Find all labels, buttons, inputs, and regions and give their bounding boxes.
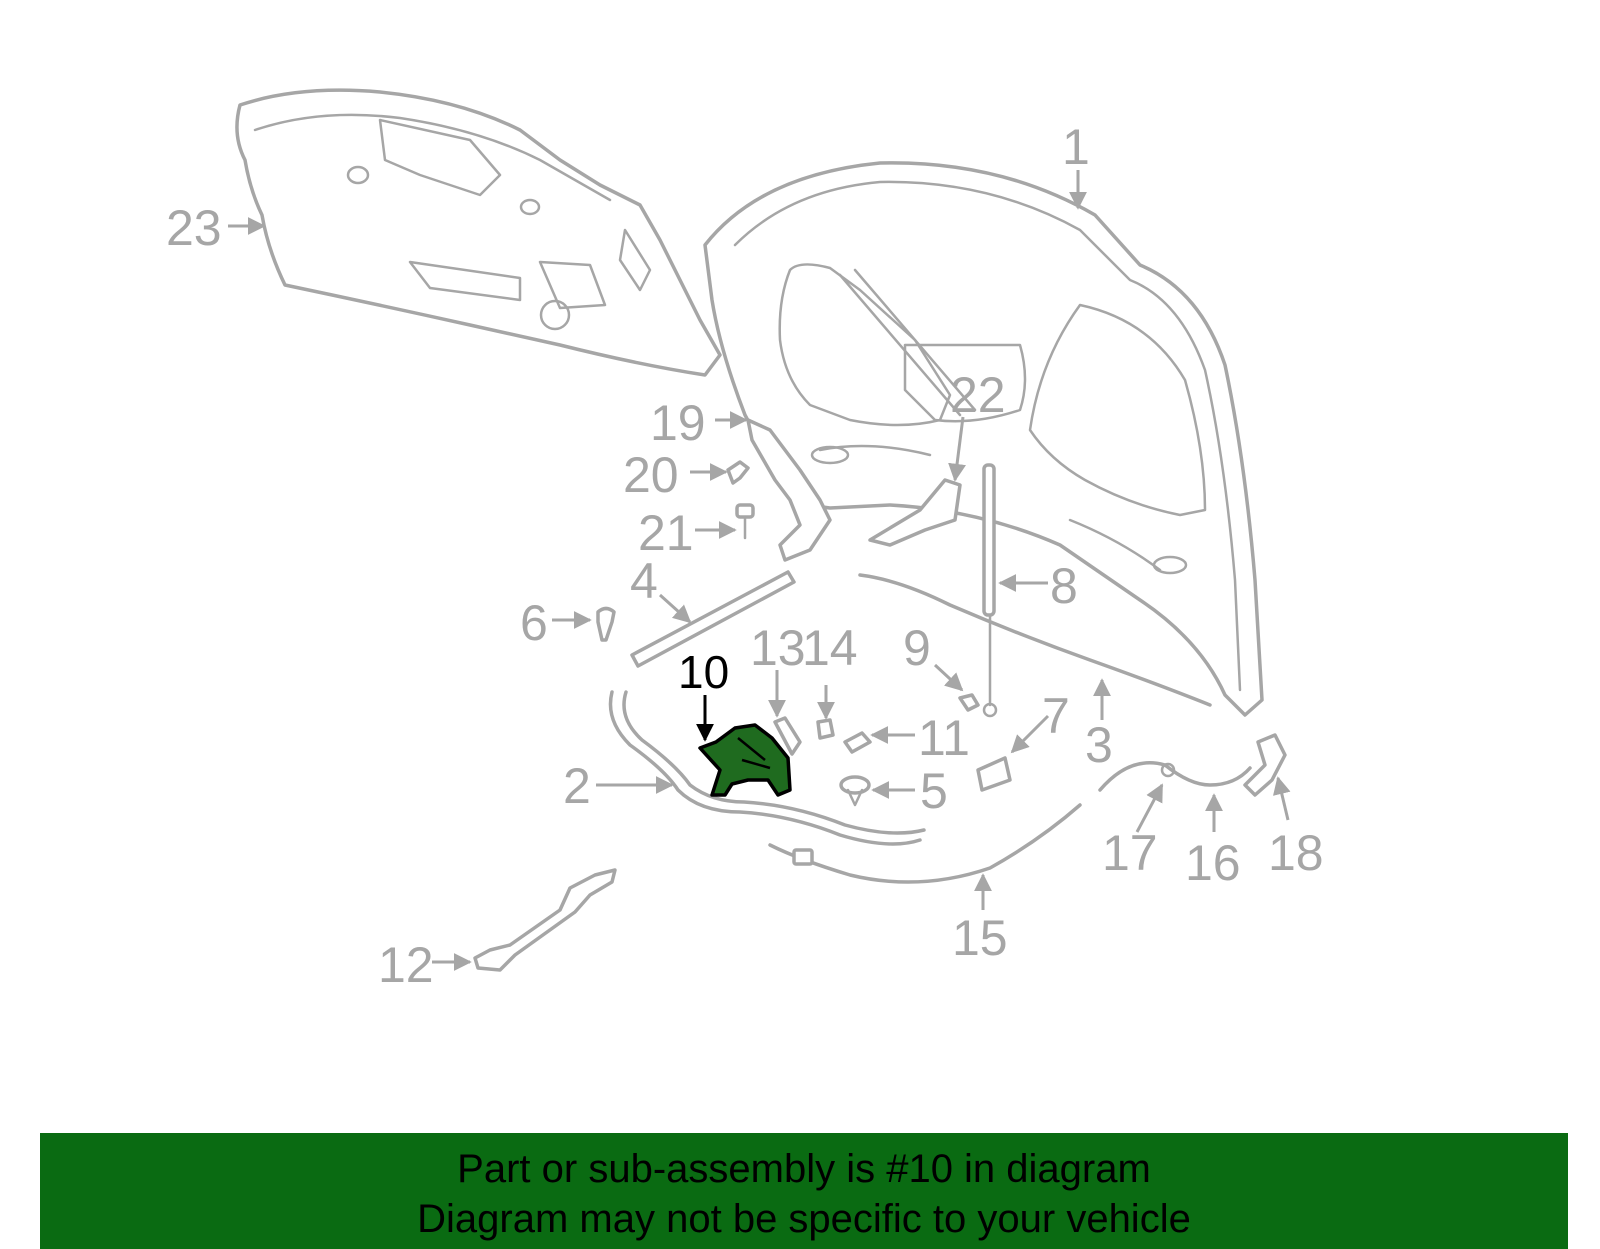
hood-seal-strip xyxy=(630,570,796,668)
footer-line-disclaimer: Diagram may not be specific to your vehi… xyxy=(417,1197,1191,1241)
callout-4: 4 xyxy=(630,553,658,609)
callout-13: 13 xyxy=(750,620,806,676)
callout-14: 14 xyxy=(802,620,858,676)
callout-9: 9 xyxy=(903,620,931,676)
gas-strut xyxy=(982,463,998,718)
callout-3: 3 xyxy=(1085,717,1113,773)
callout-21: 21 xyxy=(638,505,694,561)
callout-15: 15 xyxy=(952,910,1008,966)
callout-7: 7 xyxy=(1042,688,1070,744)
leader-lines xyxy=(228,170,1291,971)
retainer-clip xyxy=(596,606,616,642)
bumper-block xyxy=(976,756,1012,792)
callout-18: 18 xyxy=(1268,825,1324,881)
callout-1: 1 xyxy=(1062,119,1090,175)
callout-10-highlighted: 10 xyxy=(678,646,729,698)
callout-17: 17 xyxy=(1102,825,1158,881)
callout-19: 19 xyxy=(650,395,706,451)
clip-14 xyxy=(816,718,835,740)
callout-8: 8 xyxy=(1050,558,1078,614)
footer-line-part-number: Part or sub-assembly is #10 in diagram xyxy=(457,1147,1151,1191)
callout-20: 20 xyxy=(623,447,679,503)
callout-23: 23 xyxy=(166,200,222,256)
hood-latch-highlighted[interactable] xyxy=(698,723,792,797)
callout-5: 5 xyxy=(920,763,948,819)
screw xyxy=(843,731,872,754)
callout-2: 2 xyxy=(563,758,591,814)
release-handle-12 xyxy=(473,868,617,972)
release-cable xyxy=(768,803,1082,884)
grommet xyxy=(839,775,871,807)
hood-bumper xyxy=(958,693,980,712)
callout-16: 16 xyxy=(1185,835,1241,891)
hood-hinge xyxy=(746,418,832,562)
release-handle-18 xyxy=(1243,733,1287,797)
callout-12: 12 xyxy=(378,937,434,993)
front-seal xyxy=(608,690,926,846)
hinge-bolt-2 xyxy=(735,503,755,540)
cable-assembly-17 xyxy=(1098,761,1252,792)
callout-11: 11 xyxy=(918,710,970,766)
callout-6: 6 xyxy=(520,595,548,651)
hood-insulator-pad xyxy=(235,88,722,377)
clip-13 xyxy=(773,716,802,756)
callout-22: 22 xyxy=(950,367,1006,423)
hood-hinge-bracket xyxy=(868,478,962,547)
hinge-bolt xyxy=(726,460,750,485)
footer-banner: Part or sub-assembly is #10 in diagram D… xyxy=(40,1133,1568,1249)
rear-hood-seal xyxy=(858,573,1212,707)
